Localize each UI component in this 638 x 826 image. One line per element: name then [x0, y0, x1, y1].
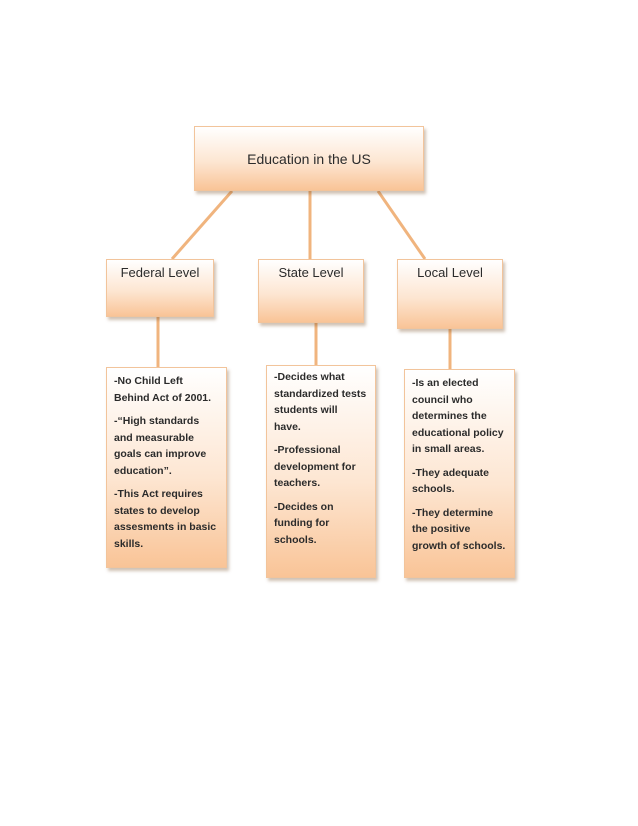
state-details-node: -Decides what standardized tests student… [266, 365, 376, 578]
local-detail-item: -They adequate schools. [412, 466, 490, 496]
state-level-node: State Level [258, 259, 364, 323]
federal-detail-item: -This Act requires states to develop ass… [114, 488, 217, 550]
federal-detail-item: -“High standards and measurable goals ca… [114, 415, 207, 477]
local-details-node: -Is an elected council who determines th… [404, 369, 515, 578]
state-detail-item: -Professional development for teachers. [274, 444, 356, 489]
state-detail-item: -Decides what standardized tests student… [274, 371, 367, 433]
state-detail-item: -Decides on funding for schools. [274, 500, 334, 546]
local-level-node: Local Level [397, 259, 503, 329]
local-detail-item: -They determine the positive growth of s… [412, 506, 506, 552]
federal-details-node: -No Child Left Behind Act of 2001. -“Hig… [106, 367, 227, 568]
connector-root-local [376, 190, 427, 260]
state-level-label: State Level [278, 265, 344, 280]
federal-level-label: Federal Level [120, 265, 200, 280]
connector-root-federal [170, 190, 234, 260]
federal-detail-item: -No Child Left Behind Act of 2001. [114, 375, 212, 404]
root-label: Education in the US [247, 150, 371, 167]
local-level-label: Local Level [417, 265, 483, 280]
root-node: Education in the US [194, 126, 424, 191]
federal-level-node: Federal Level [106, 259, 214, 317]
local-detail-item: -Is an elected council who determines th… [412, 377, 504, 455]
